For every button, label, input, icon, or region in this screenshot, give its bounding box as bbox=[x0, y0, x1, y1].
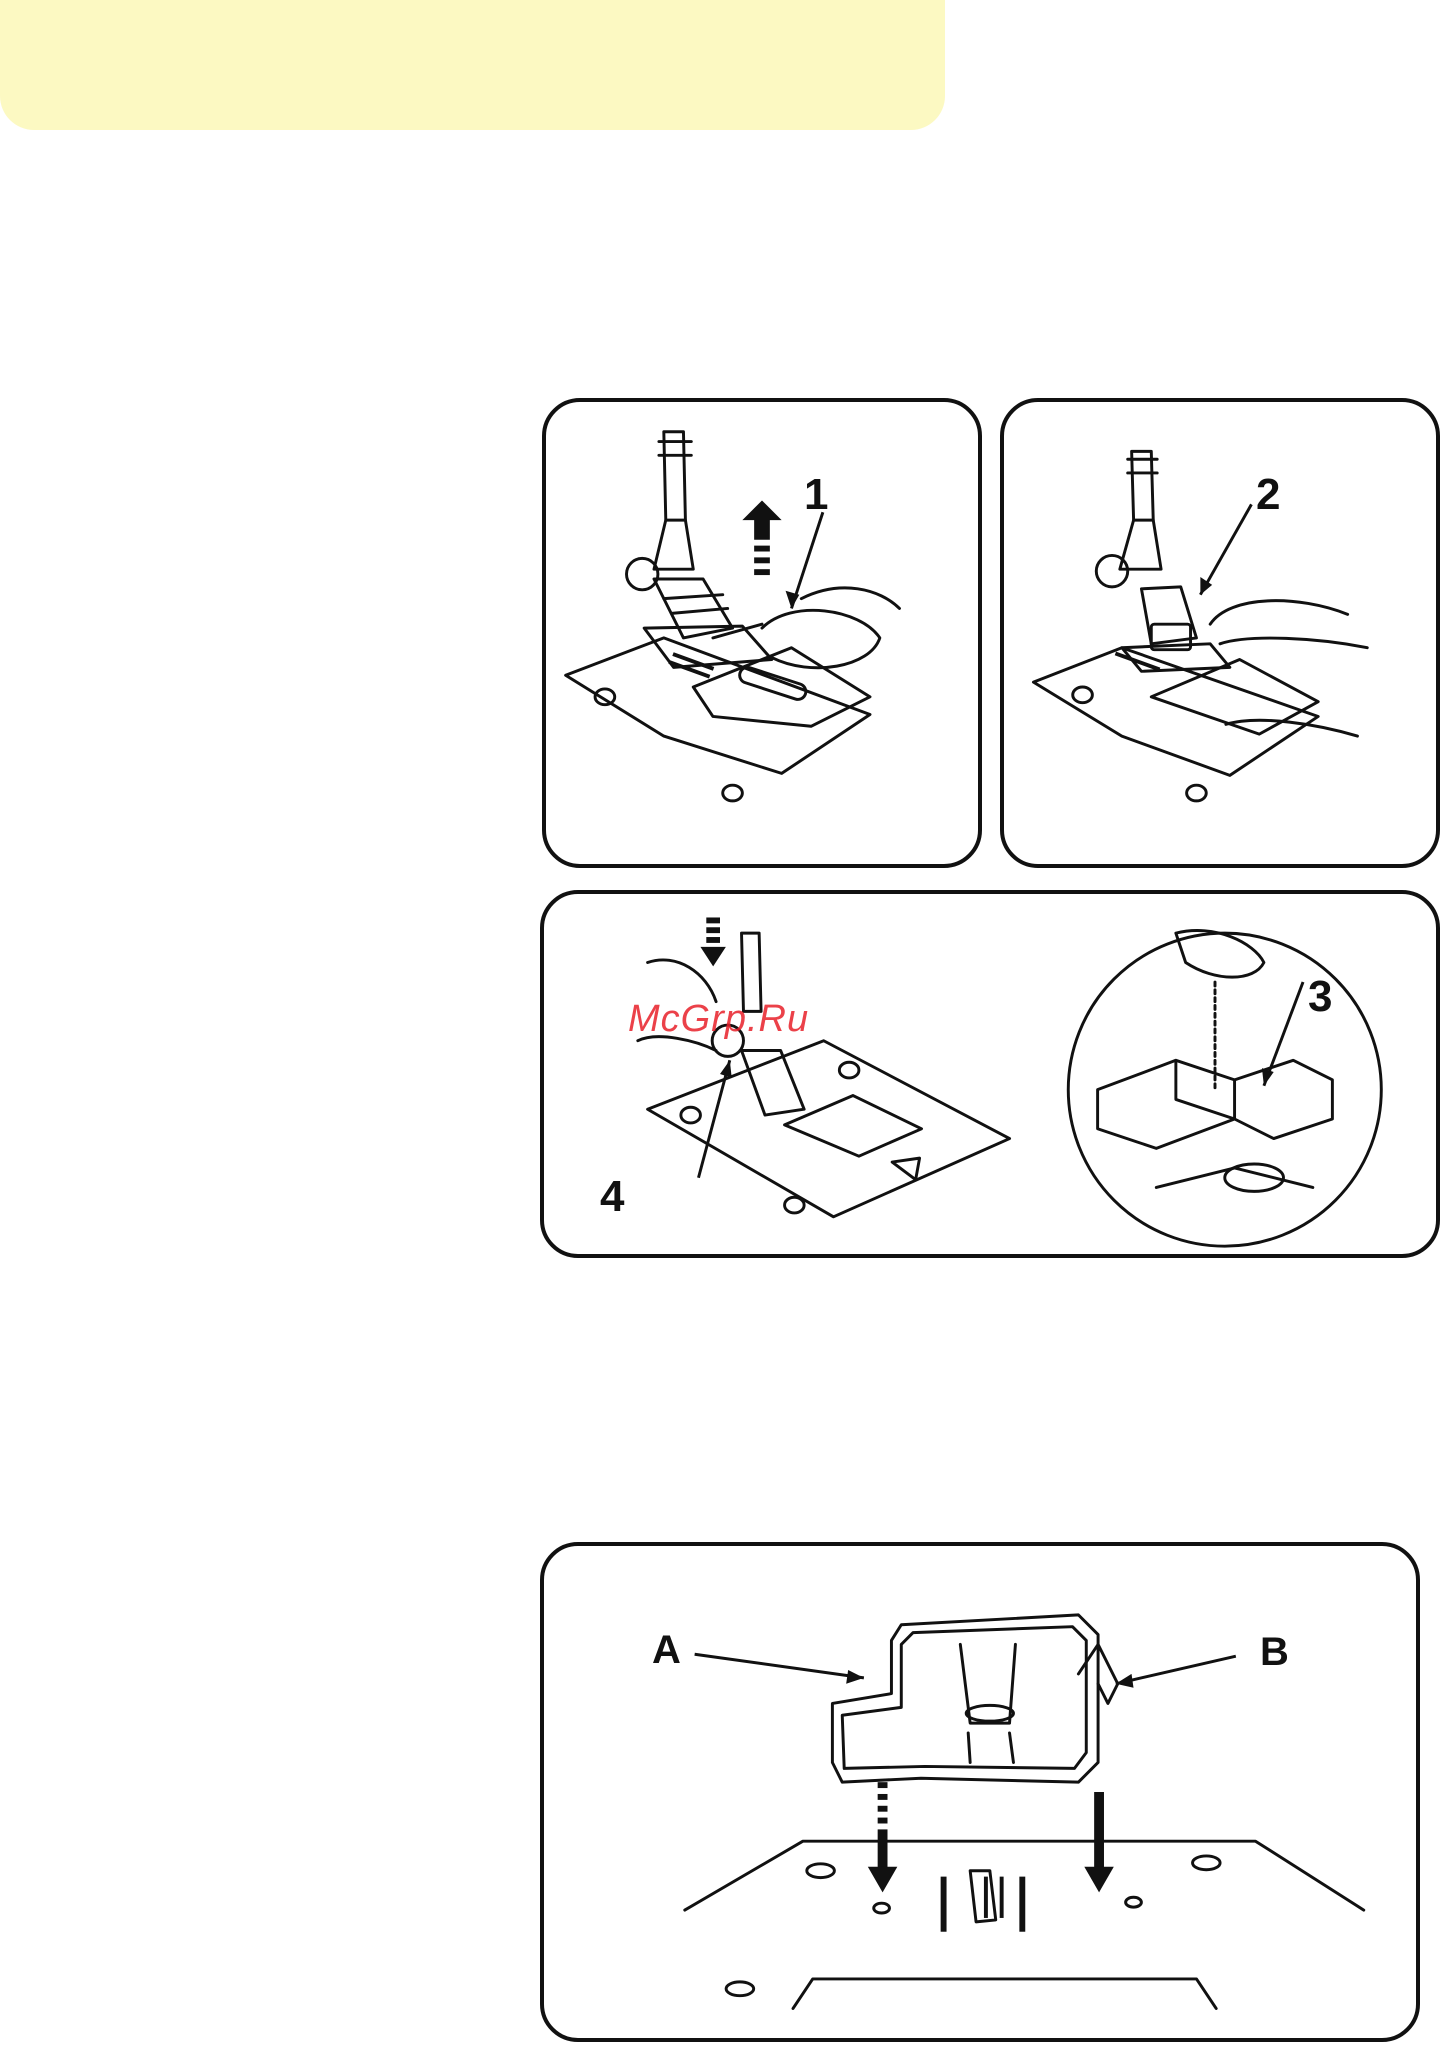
header-band bbox=[0, 0, 945, 130]
needle-plate-illustration bbox=[544, 1546, 1416, 2038]
illustration-panel-release-foot: 2 bbox=[1000, 398, 1440, 868]
presser-foot-lift-illustration bbox=[546, 402, 978, 864]
illustration-panel-attach-foot: 4 3 bbox=[540, 890, 1440, 1258]
callout-2: 2 bbox=[1256, 470, 1280, 520]
presser-foot-attach-illustration bbox=[544, 894, 1436, 1254]
callout-1: 1 bbox=[804, 470, 828, 520]
illustration-panel-needle-plate: A B bbox=[540, 1542, 1420, 2042]
callout-4: 4 bbox=[600, 1172, 624, 1222]
callout-a: A bbox=[652, 1628, 681, 1673]
watermark-text: McGrp.Ru bbox=[628, 998, 809, 1041]
presser-foot-release-illustration bbox=[1004, 402, 1436, 864]
illustration-panel-lift-foot: 1 bbox=[542, 398, 982, 868]
callout-b: B bbox=[1260, 1630, 1289, 1675]
callout-3: 3 bbox=[1308, 972, 1332, 1022]
